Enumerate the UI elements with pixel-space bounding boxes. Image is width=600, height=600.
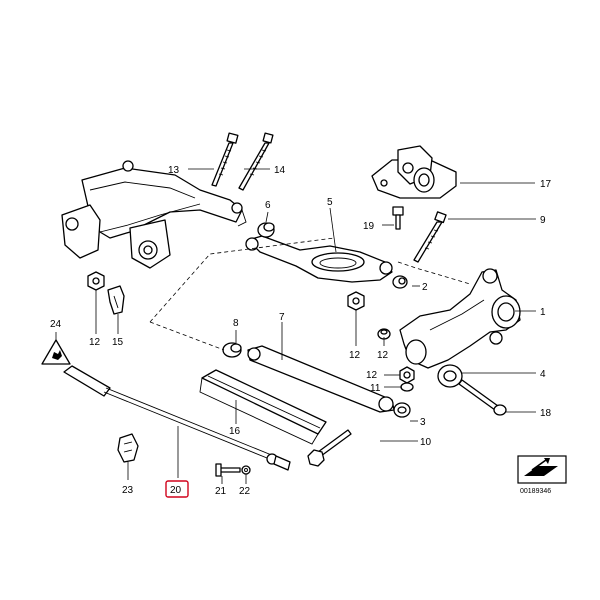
callout-18: 18 — [540, 408, 552, 419]
callout-2: 2 — [422, 282, 428, 293]
strut-20[interactable] — [63, 365, 291, 471]
bolt-13[interactable] — [211, 132, 239, 187]
callout-12-c: 12 — [377, 350, 389, 361]
callout-22: 22 — [239, 486, 251, 497]
image-reference-number: 00189346 — [520, 488, 551, 495]
callout-14: 14 — [274, 165, 286, 176]
bracket-17[interactable] — [371, 145, 457, 199]
dashed-outline-carrier-lower — [149, 321, 225, 351]
clip-15[interactable] — [107, 285, 125, 315]
callout-11: 11 — [370, 383, 381, 394]
bolt-21[interactable] — [215, 463, 241, 477]
nut-12-wishbone[interactable] — [347, 291, 365, 311]
callout-17: 17 — [540, 179, 552, 190]
bushing-8[interactable] — [222, 342, 242, 358]
callout-20[interactable]: 20 — [170, 485, 182, 496]
callout-15: 15 — [112, 337, 124, 348]
bolt-10[interactable] — [307, 429, 352, 467]
callout-1: 1 — [540, 307, 546, 318]
callout-13: 13 — [168, 165, 180, 176]
callout-23: 23 — [122, 485, 134, 496]
bolt-19[interactable] — [392, 206, 404, 230]
link-7[interactable] — [247, 345, 395, 413]
callout-19: 19 — [363, 221, 375, 232]
view-orientation-icon — [517, 455, 567, 484]
callout-12-b: 12 — [349, 350, 361, 361]
callout-24: 24 — [50, 319, 62, 330]
bushing-2[interactable] — [392, 275, 408, 289]
callout-10: 10 — [420, 437, 432, 448]
bushing-6[interactable] — [257, 222, 275, 238]
rear-axle-carrier[interactable] — [61, 160, 247, 269]
callout-12-d: 12 — [366, 370, 378, 381]
callout-20-highlight[interactable] — [165, 480, 189, 498]
callout-9: 9 — [540, 215, 546, 226]
bushing-4[interactable] — [437, 364, 463, 388]
washer-22[interactable] — [241, 465, 251, 475]
leader-lines — [55, 168, 536, 484]
callout-3: 3 — [420, 417, 426, 428]
bolt-14[interactable] — [238, 132, 274, 191]
bracket-23[interactable] — [117, 433, 139, 463]
bushing-3[interactable] — [393, 402, 411, 418]
callout-8: 8 — [233, 318, 239, 329]
nut-12-lower[interactable] — [399, 366, 415, 384]
bolt-18[interactable] — [458, 379, 507, 416]
wheel-carrier-1[interactable] — [399, 268, 521, 369]
washer-11[interactable] — [400, 382, 414, 392]
dashed-outline-bracket — [397, 261, 471, 285]
callout-16: 16 — [229, 426, 241, 437]
bolt-9[interactable] — [413, 211, 447, 263]
dashed-outline-carrier — [149, 237, 335, 323]
warning-triangle-icon — [41, 339, 71, 365]
callout-5: 5 — [327, 197, 333, 208]
cover-16[interactable] — [199, 369, 327, 445]
callout-4: 4 — [540, 369, 546, 380]
callout-6: 6 — [265, 200, 271, 211]
callout-7: 7 — [279, 312, 285, 323]
callout-12-a: 12 — [89, 337, 101, 348]
bushing-12-right[interactable] — [377, 328, 391, 340]
wishbone-5[interactable] — [245, 235, 393, 283]
nut-12-left[interactable] — [87, 271, 105, 291]
callout-21: 21 — [215, 486, 227, 497]
